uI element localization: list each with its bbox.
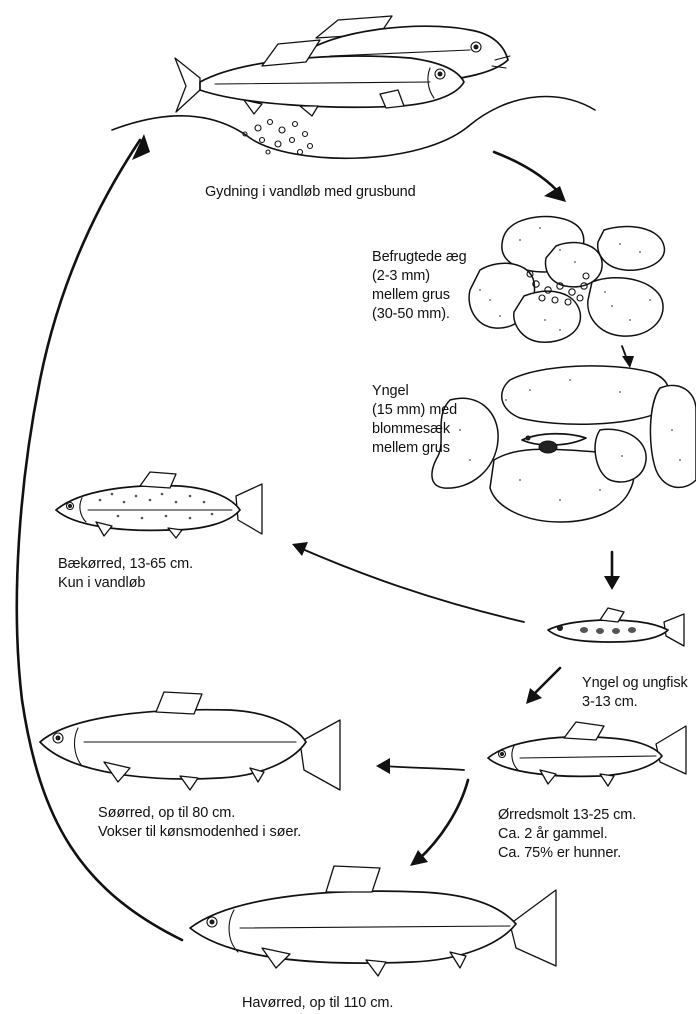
label-spawning: Gydning i vandløb med grusbund — [205, 183, 416, 202]
label-alevin: Yngel (15 mm) med blommesæk mellem grus — [372, 382, 457, 458]
smolt-illustration — [488, 722, 686, 786]
label-eggs-line-1: Befrugtede æg — [372, 248, 467, 267]
alevin-in-gravel-illustration — [432, 366, 696, 522]
label-eggs: Befrugtede æg (2-3 mm) mellem grus (30-5… — [372, 248, 467, 324]
label-brook-trout-line-1: Bækørred, 13-65 cm. — [58, 555, 193, 574]
label-fry: Yngel og ungfisk 3-13 cm. — [582, 674, 688, 712]
fry-illustration — [548, 608, 684, 646]
label-fry-line-1: Yngel og ungfisk — [582, 674, 688, 693]
label-spawning-line-1: Gydning i vandløb med grusbund — [205, 183, 416, 202]
label-fry-line-2: 3-13 cm. — [582, 693, 688, 712]
sea-trout-illustration — [190, 866, 556, 976]
label-brook-trout-line-2: Kun i vandløb — [58, 574, 193, 593]
label-sea-trout-line-1: Havørred, op til 110 cm. — [242, 994, 393, 1013]
label-eggs-line-2: (2-3 mm) — [372, 267, 467, 286]
brook-trout-illustration — [56, 472, 262, 538]
label-eggs-line-3: mellem grus — [372, 286, 467, 305]
label-lake-trout-line-2: Vokser til kønsmodenhed i søer. — [98, 823, 301, 842]
lake-trout-illustration — [40, 692, 340, 790]
label-lake-trout: Søørred, op til 80 cm. Vokser til kønsmo… — [98, 804, 301, 842]
label-alevin-line-4: mellem grus — [372, 439, 457, 458]
label-eggs-line-4: (30-50 mm). — [372, 305, 467, 324]
label-brook-trout: Bækørred, 13-65 cm. Kun i vandløb — [58, 555, 193, 593]
label-lake-trout-line-1: Søørred, op til 80 cm. — [98, 804, 301, 823]
eggs-in-gravel-illustration — [469, 217, 664, 343]
label-alevin-line-1: Yngel — [372, 382, 457, 401]
label-smolt: Ørredsmolt 13-25 cm. Ca. 2 år gammel. Ca… — [498, 806, 636, 863]
label-smolt-line-1: Ørredsmolt 13-25 cm. — [498, 806, 636, 825]
label-alevin-line-3: blommesæk — [372, 420, 457, 439]
label-sea-trout: Havørred, op til 110 cm. — [242, 994, 393, 1013]
spawning-illustration — [112, 16, 595, 158]
label-smolt-line-3: Ca. 75% er hunner. — [498, 844, 636, 863]
label-smolt-line-2: Ca. 2 år gammel. — [498, 825, 636, 844]
label-alevin-line-2: (15 mm) med — [372, 401, 457, 420]
